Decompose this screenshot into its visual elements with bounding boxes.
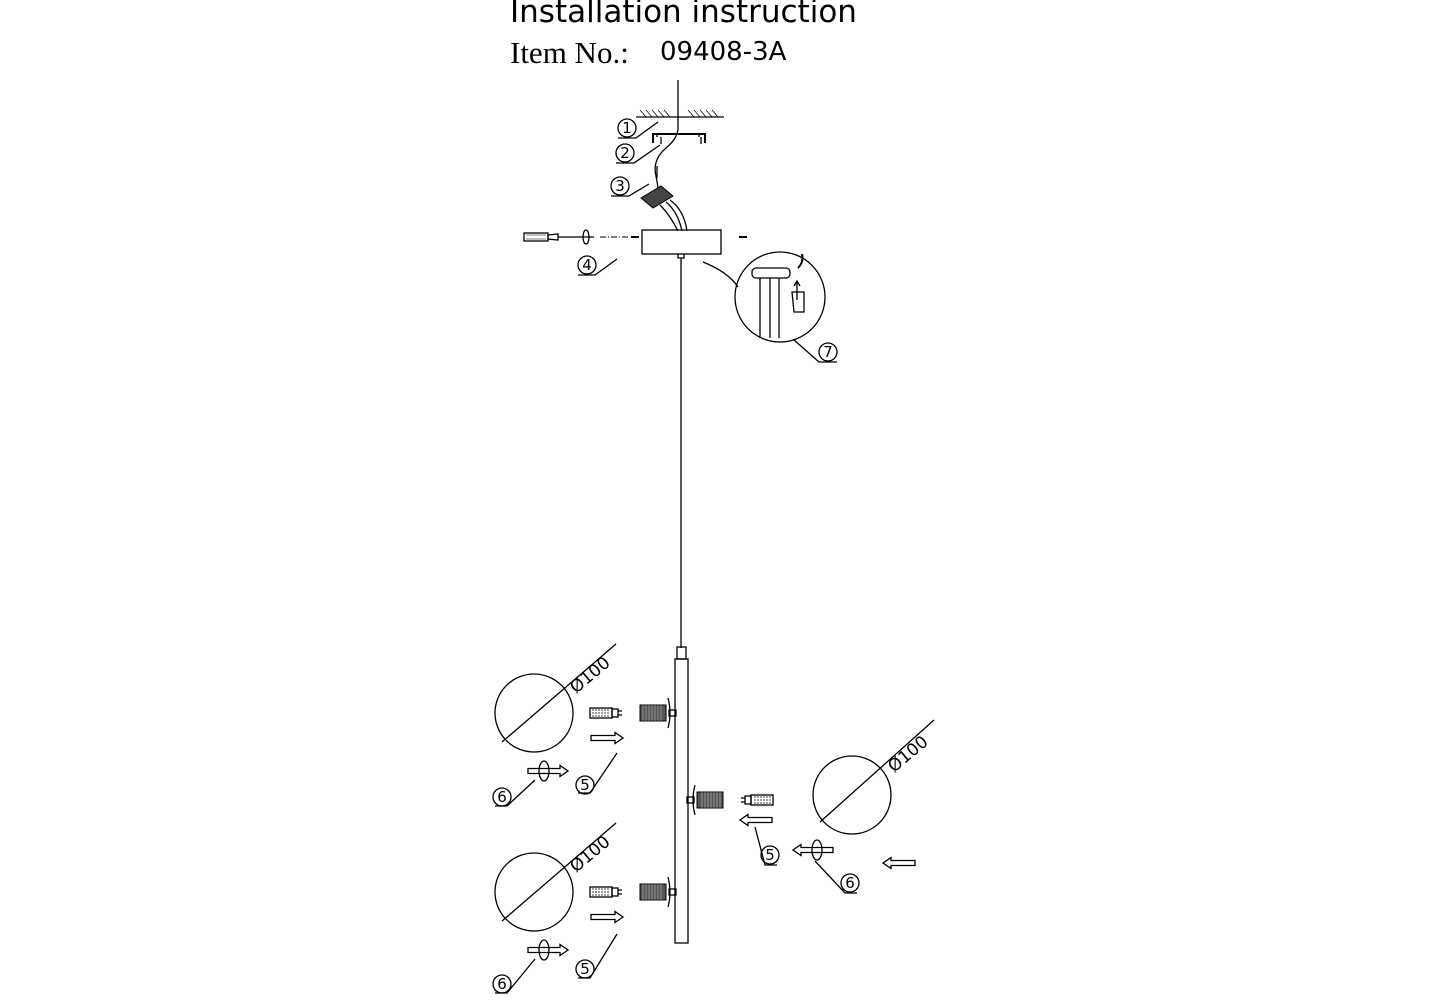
document-title: Installation instruction — [510, 0, 857, 30]
mounting-bracket — [652, 133, 706, 144]
item-number-label: Item No.: — [510, 35, 629, 70]
lamp-socket — [639, 876, 677, 908]
svg-text:5: 5 — [580, 776, 590, 794]
svg-text:5: 5 — [765, 846, 775, 864]
lamp-rod — [674, 658, 689, 944]
svg-text:2: 2 — [620, 144, 630, 162]
svg-text:3: 3 — [615, 177, 625, 195]
canopy — [641, 229, 722, 255]
globe-assembly-upper-left: Ø100 5 6 — [492, 643, 677, 807]
rod-connector — [676, 646, 687, 660]
glass-globe — [494, 852, 574, 932]
lamp-socket — [639, 697, 677, 729]
callout-3: 3 — [610, 176, 650, 197]
svg-text:1: 1 — [622, 119, 632, 137]
item-number-value: 09408-3A — [660, 37, 787, 67]
callout-7: 7 — [793, 339, 838, 363]
globe-assembly-lower-left: Ø100 5 6 — [492, 822, 677, 994]
svg-text:6: 6 — [497, 788, 507, 806]
detail-view-cable-adjust — [702, 251, 826, 343]
globe-assembly-right: Ø100 5 6 — [686, 719, 935, 894]
screwdriver-icon — [523, 229, 628, 245]
terminal-block — [640, 166, 688, 232]
callout-1: 1 — [617, 118, 659, 139]
diameter-label: Ø100 — [566, 653, 614, 698]
diameter-label: Ø100 — [566, 832, 614, 877]
svg-text:5: 5 — [580, 960, 590, 978]
ceiling — [636, 109, 724, 118]
diameter-label: Ø100 — [884, 732, 932, 777]
svg-text:4: 4 — [582, 256, 592, 274]
glass-globe — [812, 755, 892, 835]
callout-4: 4 — [577, 255, 618, 276]
led-bulb — [589, 707, 623, 719]
led-bulb — [589, 886, 623, 898]
svg-text:6: 6 — [845, 874, 855, 892]
callout-2: 2 — [615, 143, 661, 164]
svg-text:7: 7 — [823, 343, 833, 361]
glass-globe — [494, 673, 574, 753]
supply-cable — [654, 80, 679, 191]
svg-text:6: 6 — [497, 975, 507, 993]
